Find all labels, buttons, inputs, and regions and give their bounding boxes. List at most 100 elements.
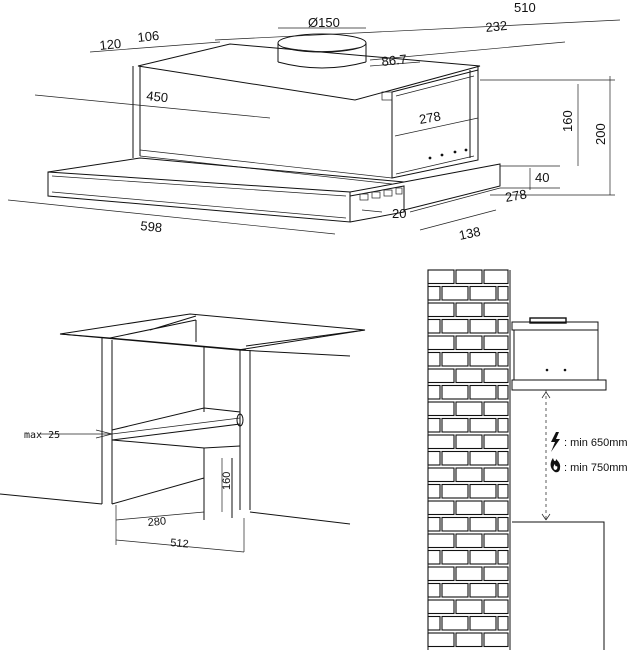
brick xyxy=(483,533,509,549)
wall-mounted-hood xyxy=(511,317,607,391)
brick xyxy=(441,582,469,598)
gas-clearance-text: : min 750mm xyxy=(564,462,628,474)
dim-line-138 xyxy=(419,209,497,231)
dim-278-side: 278 xyxy=(504,186,528,205)
hood-back-edge xyxy=(132,66,141,158)
brick xyxy=(483,632,509,648)
brick xyxy=(455,269,483,285)
brick xyxy=(469,318,497,334)
lightning-icon xyxy=(551,432,560,452)
brick xyxy=(427,351,441,367)
electric-clearance-text: : min 650mm xyxy=(564,437,628,449)
brick xyxy=(483,434,509,450)
brick xyxy=(427,434,455,450)
dim-line-598 xyxy=(7,199,336,235)
cooking-surface xyxy=(512,521,605,650)
brick xyxy=(497,417,509,433)
brick xyxy=(427,500,455,516)
brick xyxy=(497,450,509,466)
brick xyxy=(483,335,509,351)
dim-40: 40 xyxy=(535,170,549,185)
brick xyxy=(455,533,483,549)
brick xyxy=(427,632,455,648)
brick xyxy=(427,269,455,285)
brick xyxy=(427,483,441,499)
dim-232: 232 xyxy=(485,18,508,35)
brick xyxy=(497,285,509,301)
brick xyxy=(469,549,497,565)
brick xyxy=(441,384,469,400)
brick xyxy=(455,368,483,384)
dim-598: 598 xyxy=(140,218,163,235)
brick xyxy=(455,302,483,318)
brick xyxy=(427,549,441,565)
brick xyxy=(469,516,497,532)
flame-icon xyxy=(550,458,561,473)
dim-86-7: 86.7 xyxy=(381,51,408,69)
dim-106: 106 xyxy=(137,28,160,45)
brick xyxy=(469,285,497,301)
dim-200: 200 xyxy=(593,123,608,145)
brick xyxy=(497,582,509,598)
cabinet-left-panel xyxy=(101,338,113,504)
brick xyxy=(427,516,441,532)
brick xyxy=(441,549,469,565)
brick xyxy=(469,384,497,400)
brick xyxy=(455,632,483,648)
dim-d150: Ø150 xyxy=(308,15,340,30)
brick xyxy=(483,500,509,516)
brick xyxy=(455,467,483,483)
hood-lower-body xyxy=(403,163,501,211)
brick xyxy=(455,434,483,450)
dim-450: 450 xyxy=(146,88,169,105)
brick xyxy=(441,318,469,334)
brick xyxy=(483,467,509,483)
brick xyxy=(483,302,509,318)
brick xyxy=(427,318,441,334)
dim-510: 510 xyxy=(514,0,536,15)
dim-line-20 xyxy=(361,209,383,213)
hood-dimension-drawing: 510 232 Ø150 120 106 86.7 450 278 160 20… xyxy=(7,0,621,243)
dim-160: 160 xyxy=(560,110,575,132)
brick xyxy=(483,269,509,285)
electric-requirement: : min 650mm xyxy=(551,432,628,452)
brick xyxy=(497,549,509,565)
brick xyxy=(469,417,497,433)
label-max-25: max 25 xyxy=(24,430,60,441)
brick xyxy=(455,500,483,516)
brick xyxy=(427,302,455,318)
hood-right-back-edge xyxy=(469,66,479,160)
brick xyxy=(483,566,509,582)
brick xyxy=(427,582,441,598)
dim-line-450 xyxy=(34,94,271,119)
brick xyxy=(469,351,497,367)
duct-collar xyxy=(277,33,367,69)
dim-20: 20 xyxy=(392,206,406,221)
hood-top-plate xyxy=(137,43,481,101)
brick xyxy=(455,599,483,615)
dim-line-278-top xyxy=(394,117,479,137)
dim-line-232 xyxy=(369,41,566,61)
dim-line-280 xyxy=(115,511,205,521)
brick xyxy=(441,615,469,631)
brick xyxy=(441,483,469,499)
brick xyxy=(427,599,455,615)
brick xyxy=(427,467,455,483)
brick xyxy=(497,351,509,367)
brick xyxy=(427,384,441,400)
brick xyxy=(427,368,455,384)
brick xyxy=(427,401,455,417)
brick xyxy=(441,450,469,466)
brick xyxy=(455,566,483,582)
brick xyxy=(427,285,441,301)
brick xyxy=(441,351,469,367)
brick xyxy=(441,417,469,433)
brick xyxy=(469,582,497,598)
gas-requirement: : min 750mm xyxy=(550,458,628,474)
brick xyxy=(469,450,497,466)
brick xyxy=(469,483,497,499)
hood-side-panel xyxy=(391,69,479,179)
brick xyxy=(469,615,497,631)
brick xyxy=(483,599,509,615)
